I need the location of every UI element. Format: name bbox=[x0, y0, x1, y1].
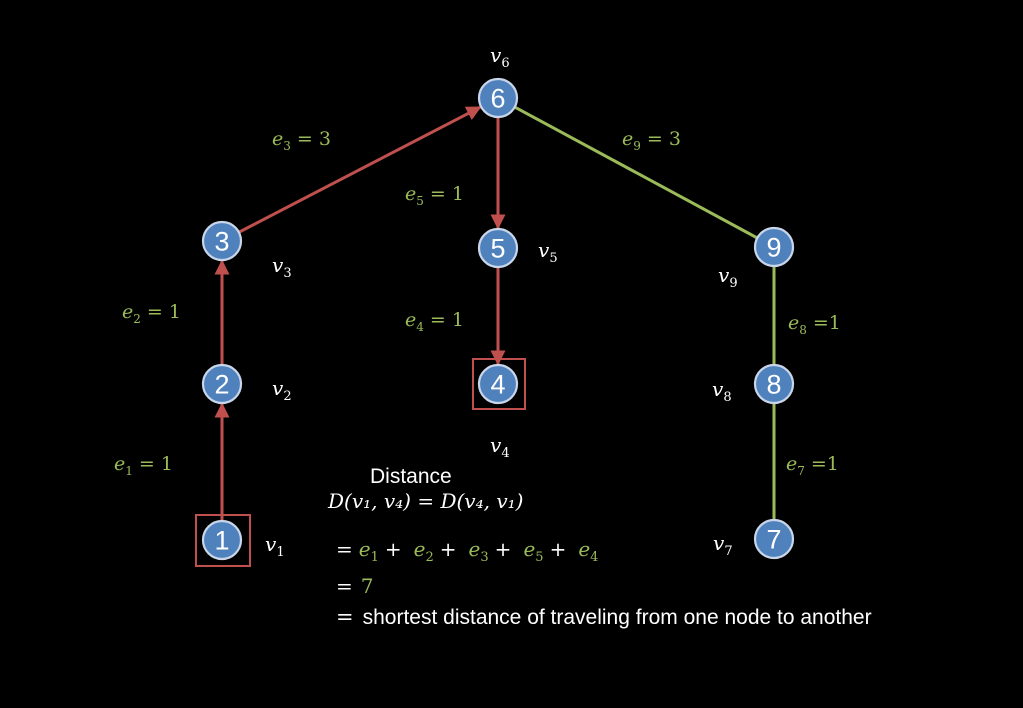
vertex-label-v9: v9 bbox=[718, 263, 738, 291]
node-5: 5 bbox=[477, 227, 519, 269]
vertex-label-v8: v8 bbox=[712, 377, 732, 405]
vertex-label-v4: v4 bbox=[490, 433, 510, 461]
node-4: 4 bbox=[477, 363, 519, 405]
edge-label-e4: e4= 1 bbox=[405, 309, 464, 334]
formula-distance-equality: D(v₁, v₄) = D(v₄, v₁) bbox=[327, 489, 523, 513]
vertex-label-v2: v2 bbox=[272, 376, 292, 404]
edge-label-e1: e1= 1 bbox=[114, 453, 173, 478]
formula-definition-line: =shortest distance of traveling from one… bbox=[336, 605, 872, 629]
vertex-label-v6: v6 bbox=[490, 43, 510, 71]
node-6: 6 bbox=[477, 77, 519, 119]
node-8: 8 bbox=[753, 363, 795, 405]
vertex-label-v1: v1 bbox=[265, 532, 285, 560]
node-number: 4 bbox=[490, 370, 505, 400]
node-circle bbox=[201, 363, 243, 405]
node-circle bbox=[477, 77, 519, 119]
vertex-label-v3: v3 bbox=[272, 253, 292, 281]
node-circle bbox=[753, 363, 795, 405]
node-circle bbox=[477, 363, 519, 405]
node-number: 5 bbox=[490, 234, 505, 264]
node-number: 6 bbox=[490, 84, 505, 114]
formula-total-line: =7 bbox=[336, 574, 374, 598]
node-2: 2 bbox=[201, 363, 243, 405]
node-circle bbox=[201, 220, 243, 262]
node-number: 3 bbox=[214, 227, 229, 257]
edge-label-e8: e8=1 bbox=[788, 312, 841, 337]
node-number: 9 bbox=[766, 233, 781, 263]
node-1: 1 bbox=[201, 519, 243, 561]
highlight-box-node-4 bbox=[472, 358, 526, 410]
edge-label-e2: e2= 1 bbox=[122, 301, 181, 326]
node-number: 7 bbox=[766, 525, 781, 555]
edge-e3 bbox=[238, 105, 482, 234]
edge-label-e7: e7=1 bbox=[786, 453, 839, 478]
edge-e9 bbox=[514, 105, 758, 239]
edge-label-e9: e9= 3 bbox=[622, 128, 681, 153]
node-circle bbox=[201, 519, 243, 561]
node-number: 1 bbox=[214, 526, 229, 556]
formula-title: Distance bbox=[370, 465, 452, 488]
node-number: 8 bbox=[766, 370, 781, 400]
vertex-label-v5: v5 bbox=[538, 238, 558, 266]
node-circle bbox=[753, 518, 795, 560]
node-3: 3 bbox=[201, 220, 243, 262]
highlight-box-node-1 bbox=[195, 514, 251, 567]
node-circle bbox=[753, 226, 795, 268]
node-7: 7 bbox=[753, 518, 795, 560]
node-9: 9 bbox=[753, 226, 795, 268]
formula-sum-line: =e1+e2+e3+e5+e4 bbox=[336, 537, 598, 565]
edge-label-e3: e3= 3 bbox=[272, 128, 331, 153]
node-number: 2 bbox=[214, 370, 229, 400]
vertex-label-v7: v7 bbox=[713, 531, 733, 559]
node-circle bbox=[477, 227, 519, 269]
edge-label-e5: e5= 1 bbox=[405, 183, 464, 208]
